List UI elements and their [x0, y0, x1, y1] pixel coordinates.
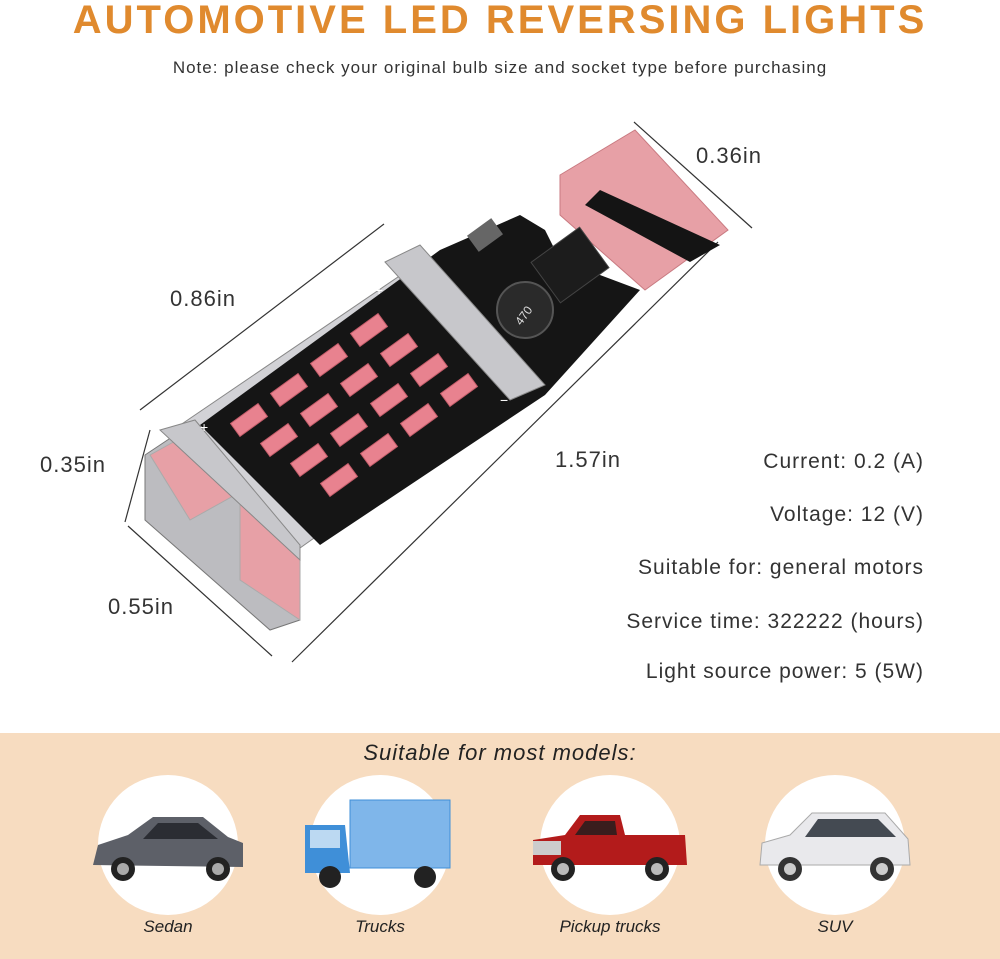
spec-current: Current: 0.2 (A): [763, 450, 924, 473]
model-label-suv: SUV: [817, 917, 853, 936]
model-label-pickup: Pickup trucks: [559, 917, 661, 936]
dimension-top: 0.36in: [696, 143, 762, 168]
model-label-sedan: Sedan: [143, 917, 193, 936]
purchase-note: Note: please check your original bulb si…: [172, 58, 828, 77]
model-suv: SUV: [759, 775, 911, 955]
model-trucks: Trucks: [305, 775, 451, 955]
dimension-length-total: 1.57in: [555, 447, 621, 472]
model-pickup: Pickup trucks: [533, 775, 687, 955]
page-title: AUTOMOTIVE LED REVERSING LIGHTS: [72, 0, 928, 42]
spec-power: Light source power: 5 (5W): [645, 660, 924, 683]
dimension-lines: [124, 121, 753, 663]
plus-mark-left: +: [200, 419, 208, 435]
dimension-width: 0.55in: [108, 594, 174, 619]
dimension-length-upper: 0.86in: [170, 286, 236, 311]
bulb-body: [144, 129, 729, 631]
minus-mark: −: [500, 392, 508, 408]
model-sedan: Sedan: [93, 775, 243, 955]
model-label-trucks: Trucks: [355, 917, 405, 936]
plus-mark: +: [375, 282, 383, 298]
spec-suitable: Suitable for: general motors: [638, 556, 924, 579]
models-title: Suitable for most models:: [363, 740, 637, 765]
suv-icon: [759, 812, 911, 881]
spec-service-time: Service time: 322222 (hours): [626, 610, 924, 633]
spec-voltage: Voltage: 12 (V): [770, 503, 924, 526]
dimension-height: 0.35in: [40, 452, 106, 477]
truck-icon: [305, 799, 451, 888]
pickup-truck-icon: [533, 815, 687, 881]
led-chip-grid: [229, 312, 479, 498]
led-bulb-illustration: 470 + + −: [124, 121, 753, 663]
sedan-icon: [93, 817, 243, 881]
